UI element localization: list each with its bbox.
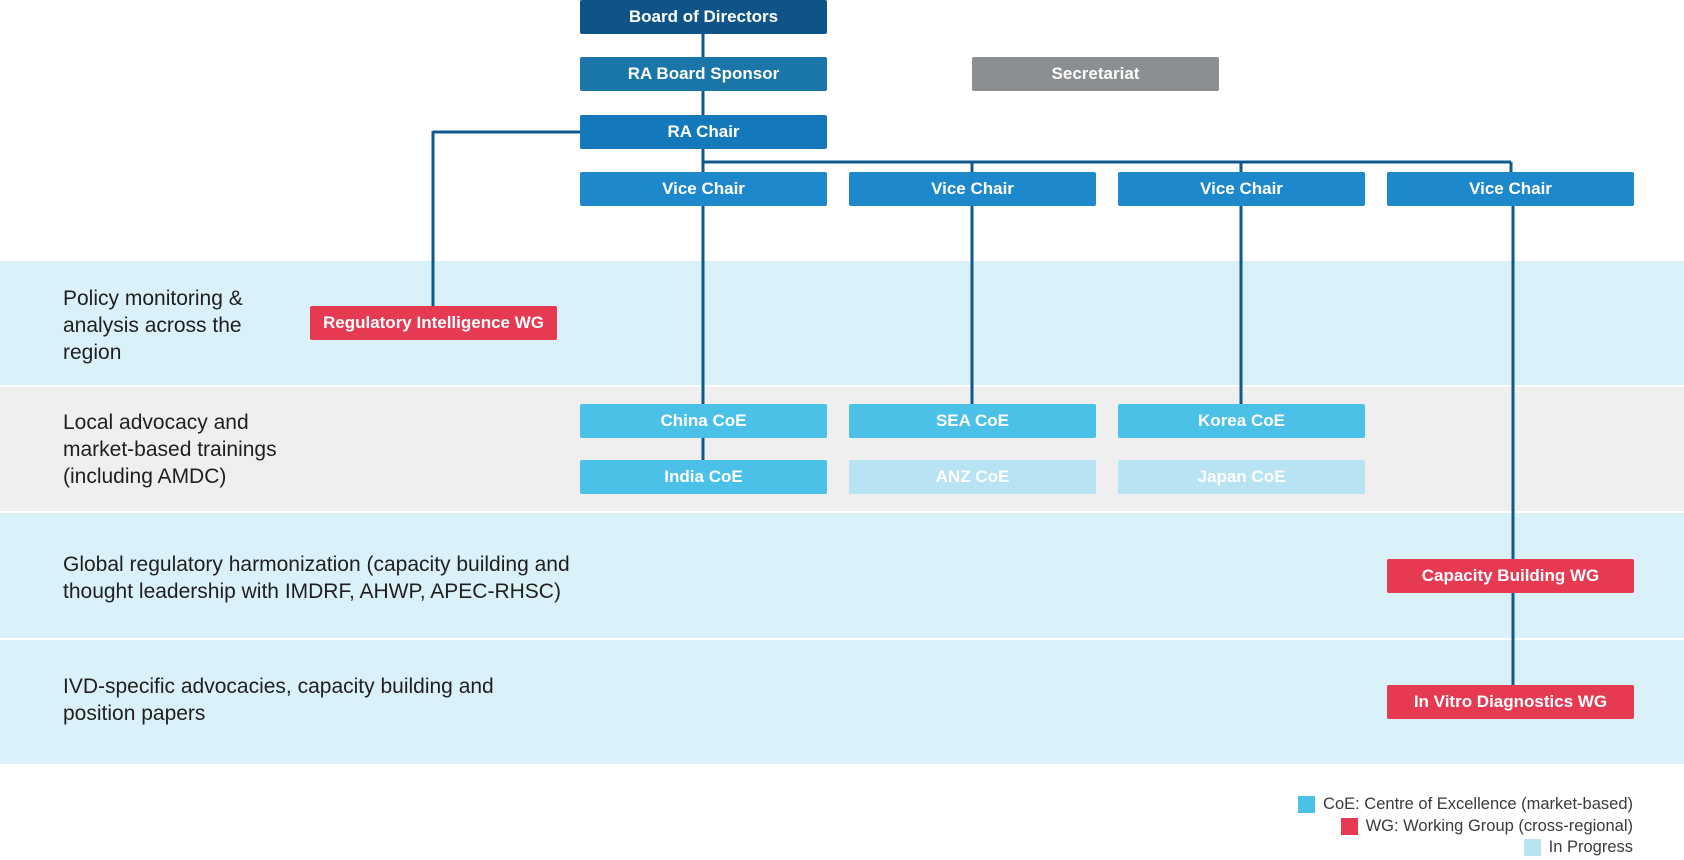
legend-label-wg: WG: Working Group (cross-regional)	[1365, 817, 1633, 835]
board-of-directors-box: Board of Directors	[580, 0, 827, 34]
band-label-policy: Policy monitoring & analysis across the …	[63, 287, 243, 364]
vice-chair-box-1: Vice Chair	[580, 172, 827, 206]
in-progress-swatch	[1523, 839, 1541, 856]
legend-item-in-progress: In Progress	[1523, 838, 1633, 857]
secretariat-box: Secretariat	[972, 57, 1219, 91]
china-coe-box: China CoE	[580, 404, 827, 438]
korea-coe-box: Korea CoE	[1118, 404, 1365, 438]
ra-chair-box: RA Chair	[580, 115, 827, 149]
vice-chair-box-4: Vice Chair	[1387, 172, 1634, 206]
in-vitro-diagnostics-wg-box: In Vitro Diagnostics WG	[1387, 685, 1634, 719]
vice-chair-box-2: Vice Chair	[849, 172, 1096, 206]
ra-board-sponsor-box: RA Board Sponsor	[580, 57, 827, 91]
japan-coe-box: Japan CoE	[1118, 460, 1365, 494]
band-label-ivd: IVD-specific advocacies, capacity buildi…	[63, 675, 494, 725]
legend-label-in-progress: In Progress	[1548, 838, 1633, 856]
band-local-advocacy: Local advocacy and market-based training…	[0, 387, 1684, 511]
band-policy-monitoring: Policy monitoring & analysis across the …	[0, 261, 1684, 385]
regulatory-intelligence-wg-box: Regulatory Intelligence WG	[310, 306, 557, 340]
legend-item-coe: CoE: Centre of Excellence (market-based)	[1298, 795, 1633, 814]
legend-item-wg: WG: Working Group (cross-regional)	[1340, 817, 1633, 836]
band-label-local-advocacy: Local advocacy and market-based training…	[63, 411, 277, 488]
band-label-global-harmonization: Global regulatory harmonization (capacit…	[63, 553, 570, 603]
wg-swatch	[1340, 818, 1358, 835]
sea-coe-box: SEA CoE	[849, 404, 1096, 438]
anz-coe-box: ANZ CoE	[849, 460, 1096, 494]
india-coe-box: India CoE	[580, 460, 827, 494]
capacity-building-wg-box: Capacity Building WG	[1387, 559, 1634, 593]
coe-swatch	[1298, 796, 1316, 813]
vice-chair-box-3: Vice Chair	[1118, 172, 1365, 206]
legend-label-coe: CoE: Centre of Excellence (market-based)	[1323, 795, 1633, 813]
